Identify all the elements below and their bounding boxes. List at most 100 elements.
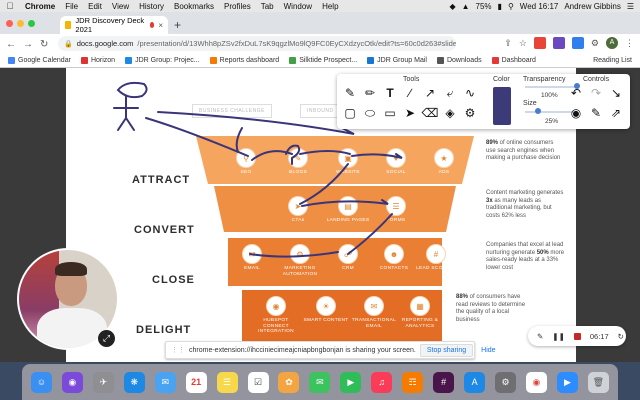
- menu-tab[interactable]: Tab: [260, 1, 274, 11]
- calendar-icon[interactable]: 21: [185, 371, 207, 393]
- safari-icon[interactable]: ❋: [123, 371, 145, 393]
- bookmark-item[interactable]: JDR Group Mail: [367, 57, 427, 64]
- menu-history[interactable]: History: [139, 1, 165, 11]
- menu-bookmarks[interactable]: Bookmarks: [174, 1, 215, 11]
- eraser-icon[interactable]: ⌫: [421, 106, 439, 120]
- hide-button[interactable]: Hide: [481, 346, 496, 354]
- edit-icon[interactable]: ✎: [590, 106, 602, 120]
- minimize-window-button[interactable]: [17, 20, 24, 27]
- back-icon[interactable]: ←: [6, 38, 16, 50]
- battery-icon[interactable]: ▮: [497, 1, 502, 11]
- transparency-slider[interactable]: [525, 86, 577, 88]
- reading-list[interactable]: Reading List: [593, 57, 632, 64]
- slack-icon[interactable]: #: [433, 371, 455, 393]
- text-tool-icon[interactable]: T: [386, 86, 394, 100]
- reporting-analytics-icon: ▦: [410, 296, 430, 316]
- curved-arrow-icon[interactable]: ⤶: [446, 85, 454, 100]
- size-slider-handle[interactable]: [535, 108, 541, 114]
- fill-icon[interactable]: ◈: [445, 106, 455, 120]
- lock-icon[interactable]: 🔒: [64, 40, 73, 48]
- control-center-icon[interactable]: ☰: [626, 1, 634, 11]
- extension-icon[interactable]: [552, 37, 565, 49]
- dropbox-icon[interactable]: ◆: [449, 1, 456, 11]
- launchpad-icon[interactable]: ✈: [92, 371, 114, 393]
- menu-profiles[interactable]: Profiles: [224, 1, 251, 11]
- clear-icon[interactable]: ↘: [610, 86, 622, 100]
- color-swatch[interactable]: [493, 87, 511, 125]
- menu-dots-icon[interactable]: ⋮: [625, 37, 634, 48]
- trash-icon[interactable]: 🗑: [587, 371, 609, 393]
- draw-icon[interactable]: ✎: [537, 331, 544, 341]
- reload-icon[interactable]: ↻: [40, 38, 49, 50]
- address-bar[interactable]: 🔒 docs.google.com/presentation/d/13Whh8p…: [58, 36, 456, 51]
- menu-chrome[interactable]: Chrome: [25, 1, 56, 11]
- reminders-icon[interactable]: ☑: [247, 371, 269, 393]
- menu-edit[interactable]: Edit: [88, 1, 102, 11]
- app-store-icon[interactable]: A: [464, 371, 486, 393]
- bookmark-item[interactable]: Dashboard: [491, 57, 536, 64]
- siri-icon[interactable]: ◉: [61, 371, 83, 393]
- books-icon[interactable]: ☶: [402, 371, 424, 393]
- freehand-icon[interactable]: ∿: [464, 86, 476, 100]
- clock[interactable]: Wed 16:17: [519, 1, 559, 11]
- rectangle-icon[interactable]: ▭: [384, 106, 396, 120]
- apple-icon[interactable]: : [0, 1, 20, 11]
- extension-icon[interactable]: [533, 37, 546, 49]
- size-slider[interactable]: [525, 111, 577, 113]
- profile-avatar[interactable]: A: [606, 37, 618, 49]
- music-icon[interactable]: ♫: [371, 371, 393, 393]
- bookmark-item[interactable]: Downloads: [436, 57, 482, 64]
- zoom-window-button[interactable]: [28, 20, 35, 27]
- stop-icon[interactable]: [573, 332, 581, 340]
- extensions-puzzle-icon[interactable]: ⚙: [590, 37, 599, 48]
- undo-icon[interactable]: ↶: [570, 86, 582, 100]
- wifi-icon[interactable]: ▲: [461, 1, 470, 11]
- restart-icon[interactable]: ↻: [617, 331, 624, 341]
- redo-icon[interactable]: ↷: [590, 86, 602, 100]
- close-window-button[interactable]: [6, 20, 13, 27]
- menu-file[interactable]: File: [65, 1, 79, 11]
- photos-icon[interactable]: ✿: [278, 371, 300, 393]
- share-icon[interactable]: ⇪: [504, 37, 512, 48]
- menu-window[interactable]: Window: [283, 1, 313, 11]
- stop-sharing-button[interactable]: Stop sharing: [419, 343, 474, 357]
- rounded-rect-icon[interactable]: ▢: [344, 106, 356, 120]
- pen-icon[interactable]: ✎: [344, 86, 356, 100]
- bookmark-item[interactable]: Reports dashboard: [209, 57, 279, 64]
- camera-icon[interactable]: ◉: [570, 106, 582, 120]
- line-tool-icon[interactable]: ∕: [408, 86, 411, 100]
- drag-handle-icon[interactable]: ⋮⋮: [171, 347, 185, 354]
- arrow-tool-icon[interactable]: ↗: [424, 86, 436, 100]
- close-tab-icon[interactable]: ×: [158, 20, 163, 30]
- extension-icon[interactable]: [571, 37, 584, 49]
- finder-icon[interactable]: ☺: [30, 371, 52, 393]
- tab-jdr-discovery-deck[interactable]: JDR Discovery Deck 2021 ×: [60, 16, 168, 34]
- expand-icon[interactable]: ⤢: [98, 330, 115, 347]
- star-icon[interactable]: ☆: [518, 37, 527, 48]
- notes-icon[interactable]: ☰: [216, 371, 238, 393]
- settings-icon[interactable]: ⚙: [464, 106, 476, 120]
- menu-view[interactable]: View: [111, 1, 130, 11]
- system-preferences-icon[interactable]: ⚙: [495, 371, 517, 393]
- messages-icon[interactable]: ✉: [309, 371, 331, 393]
- chrome-icon[interactable]: ◉: [525, 371, 547, 393]
- user-name[interactable]: Andrew Gibbins: [564, 1, 621, 11]
- bookmark-item[interactable]: Google Calendar: [8, 57, 71, 64]
- search-icon[interactable]: ⚲: [507, 1, 514, 11]
- pause-icon[interactable]: ❚❚: [552, 331, 565, 341]
- ellipse-icon[interactable]: ⬭: [364, 105, 376, 120]
- transparency-slider-handle[interactable]: [574, 83, 580, 89]
- new-tab-icon[interactable]: +: [174, 18, 182, 32]
- exit-icon[interactable]: ⇗: [610, 106, 622, 120]
- cursor-icon[interactable]: ➤: [404, 106, 416, 120]
- mail-icon[interactable]: ✉: [154, 371, 176, 393]
- webcam-bubble[interactable]: [17, 248, 119, 350]
- bookmark-item[interactable]: Silktide Prospect...: [289, 57, 357, 64]
- bookmark-item[interactable]: JDR Group: Projec...: [125, 57, 200, 64]
- zoom-icon[interactable]: ▶: [556, 371, 578, 393]
- facetime-icon[interactable]: ▶: [340, 371, 362, 393]
- highlighter-icon[interactable]: ✏: [364, 86, 376, 100]
- bookmark-item[interactable]: Horizon: [80, 57, 115, 64]
- menu-help[interactable]: Help: [322, 1, 339, 11]
- forward-icon[interactable]: →: [23, 38, 33, 50]
